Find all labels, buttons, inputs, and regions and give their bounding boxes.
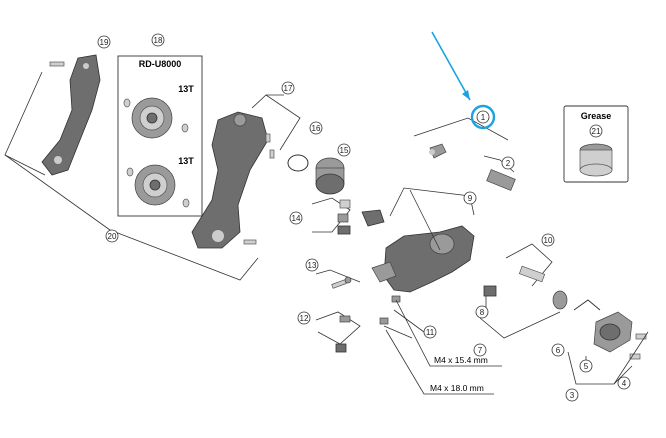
bolts-11 <box>379 295 425 339</box>
callout-17: 17 <box>281 81 295 95</box>
highlight-marker <box>431 31 496 130</box>
callout-number: 1 <box>481 113 486 122</box>
callout-12: 12 <box>297 311 311 325</box>
callout-number: 5 <box>584 362 589 371</box>
callout-number: 8 <box>480 308 485 317</box>
model-label: RD-U8000 <box>139 59 182 69</box>
callout-16: 16 <box>309 121 323 135</box>
callout-21: 21 <box>589 124 603 138</box>
bolt-13 <box>315 269 361 289</box>
callout-number: 12 <box>300 314 309 323</box>
callout-19: 19 <box>97 35 111 49</box>
callout-20: 20 <box>105 229 119 243</box>
tension-pulley <box>134 164 176 206</box>
motor-unit <box>567 299 649 385</box>
part-10 <box>505 243 553 287</box>
callout-9: 9 <box>463 191 477 205</box>
callout-number: 21 <box>592 127 601 136</box>
dimension-18-0: M4 x 18.0 mm <box>430 383 484 393</box>
callout-14: 14 <box>289 211 303 225</box>
bracket-17 <box>251 94 301 159</box>
callout-number: 14 <box>292 214 301 223</box>
part-8 <box>483 285 497 308</box>
cog-label-top: 13T <box>178 84 194 94</box>
spring-ring <box>287 154 309 172</box>
dimension-leaders: M4 x 15.4 mm M4 x 18.0 mm <box>385 299 502 395</box>
callout-number: 7 <box>478 346 483 355</box>
bracket-20 <box>4 71 259 281</box>
callout-number: 11 <box>426 328 435 337</box>
callout-number: 18 <box>154 36 163 45</box>
callout-number: 6 <box>556 346 561 355</box>
callout-number: 19 <box>100 38 109 47</box>
callout-2: 2 <box>501 156 515 170</box>
part-1-2 <box>413 117 516 191</box>
callout-number: 16 <box>312 124 321 133</box>
callout-number: 20 <box>108 232 117 241</box>
small-parts-14 <box>311 197 385 235</box>
pulley-set-box: RD-U8000 13T 13T <box>117 55 203 217</box>
sleeve-15 <box>315 157 345 195</box>
grease-title: Grease <box>581 111 612 121</box>
grease-jar <box>579 143 613 177</box>
callout-10: 10 <box>541 233 555 247</box>
outer-plate <box>41 54 101 176</box>
callout-6: 6 <box>551 343 565 357</box>
callout-number: 2 <box>506 159 511 168</box>
callout-8: 8 <box>475 305 489 319</box>
callout-number: 10 <box>544 236 553 245</box>
cog-label-bottom: 13T <box>178 156 194 166</box>
callout-1: 1 <box>476 110 490 124</box>
grease-box: Grease <box>563 105 629 183</box>
callout-5: 5 <box>579 359 593 373</box>
callout-7: 7 <box>473 343 487 357</box>
inner-plate <box>191 111 269 249</box>
callout-number: 9 <box>468 194 473 203</box>
dimension-15-4: M4 x 15.4 mm <box>434 355 488 365</box>
callout-11: 11 <box>423 325 437 339</box>
callout-3: 3 <box>565 388 579 402</box>
part-7 <box>479 290 568 339</box>
bolts-12 <box>315 311 361 353</box>
guide-pulley <box>131 97 173 139</box>
main-body <box>371 187 475 293</box>
callout-13: 13 <box>305 258 319 272</box>
callout-number: 4 <box>622 379 627 388</box>
callout-number: 3 <box>570 391 575 400</box>
callout-number: 15 <box>340 146 349 155</box>
callout-4: 4 <box>617 376 631 390</box>
callout-number: 17 <box>284 84 293 93</box>
callout-number: 13 <box>308 261 317 270</box>
callout-18: 18 <box>151 33 165 47</box>
callout-15: 15 <box>337 143 351 157</box>
